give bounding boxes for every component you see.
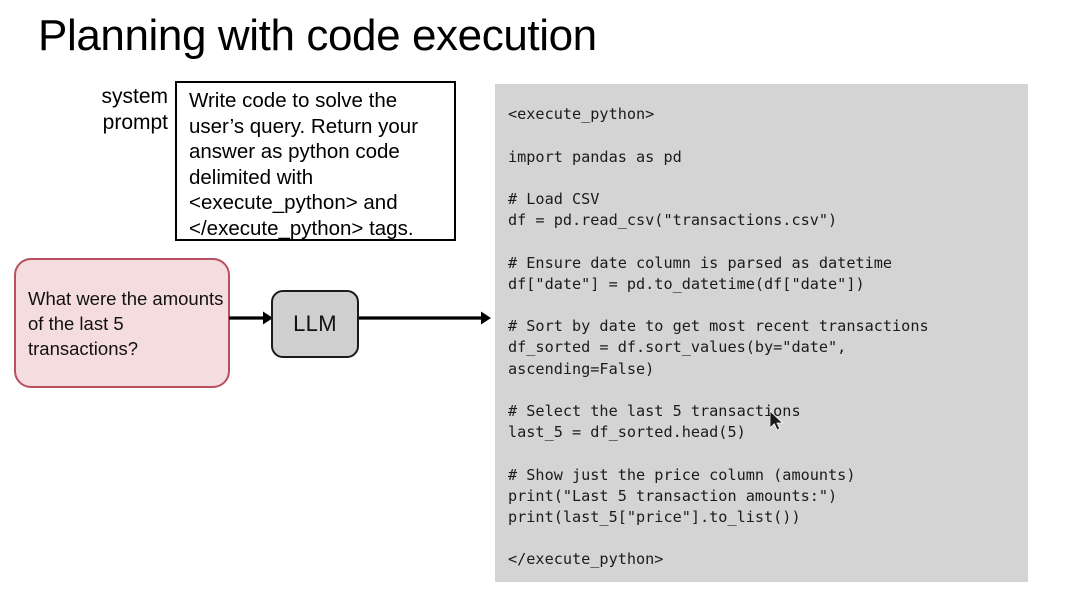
mouse-pointer-icon xyxy=(770,411,784,431)
page-title: Planning with code execution xyxy=(38,11,597,60)
llm-node: LLM xyxy=(271,290,359,358)
system-prompt-label: system prompt xyxy=(101,85,168,134)
user-query-text: What were the amounts of the last 5 tran… xyxy=(28,288,224,359)
arrow-query-to-llm-icon xyxy=(229,311,273,325)
llm-node-label: LLM xyxy=(293,311,337,336)
system-prompt-text: Write code to solve the user’s query. Re… xyxy=(189,89,419,240)
system-prompt-box: Write code to solve the user’s query. Re… xyxy=(175,81,456,241)
python-code-block: <execute_python> import pandas as pd # L… xyxy=(508,105,929,569)
user-query-bubble: What were the amounts of the last 5 tran… xyxy=(14,258,230,388)
code-output-panel: <execute_python> import pandas as pd # L… xyxy=(495,84,1028,582)
arrow-llm-to-code-icon xyxy=(357,311,491,325)
